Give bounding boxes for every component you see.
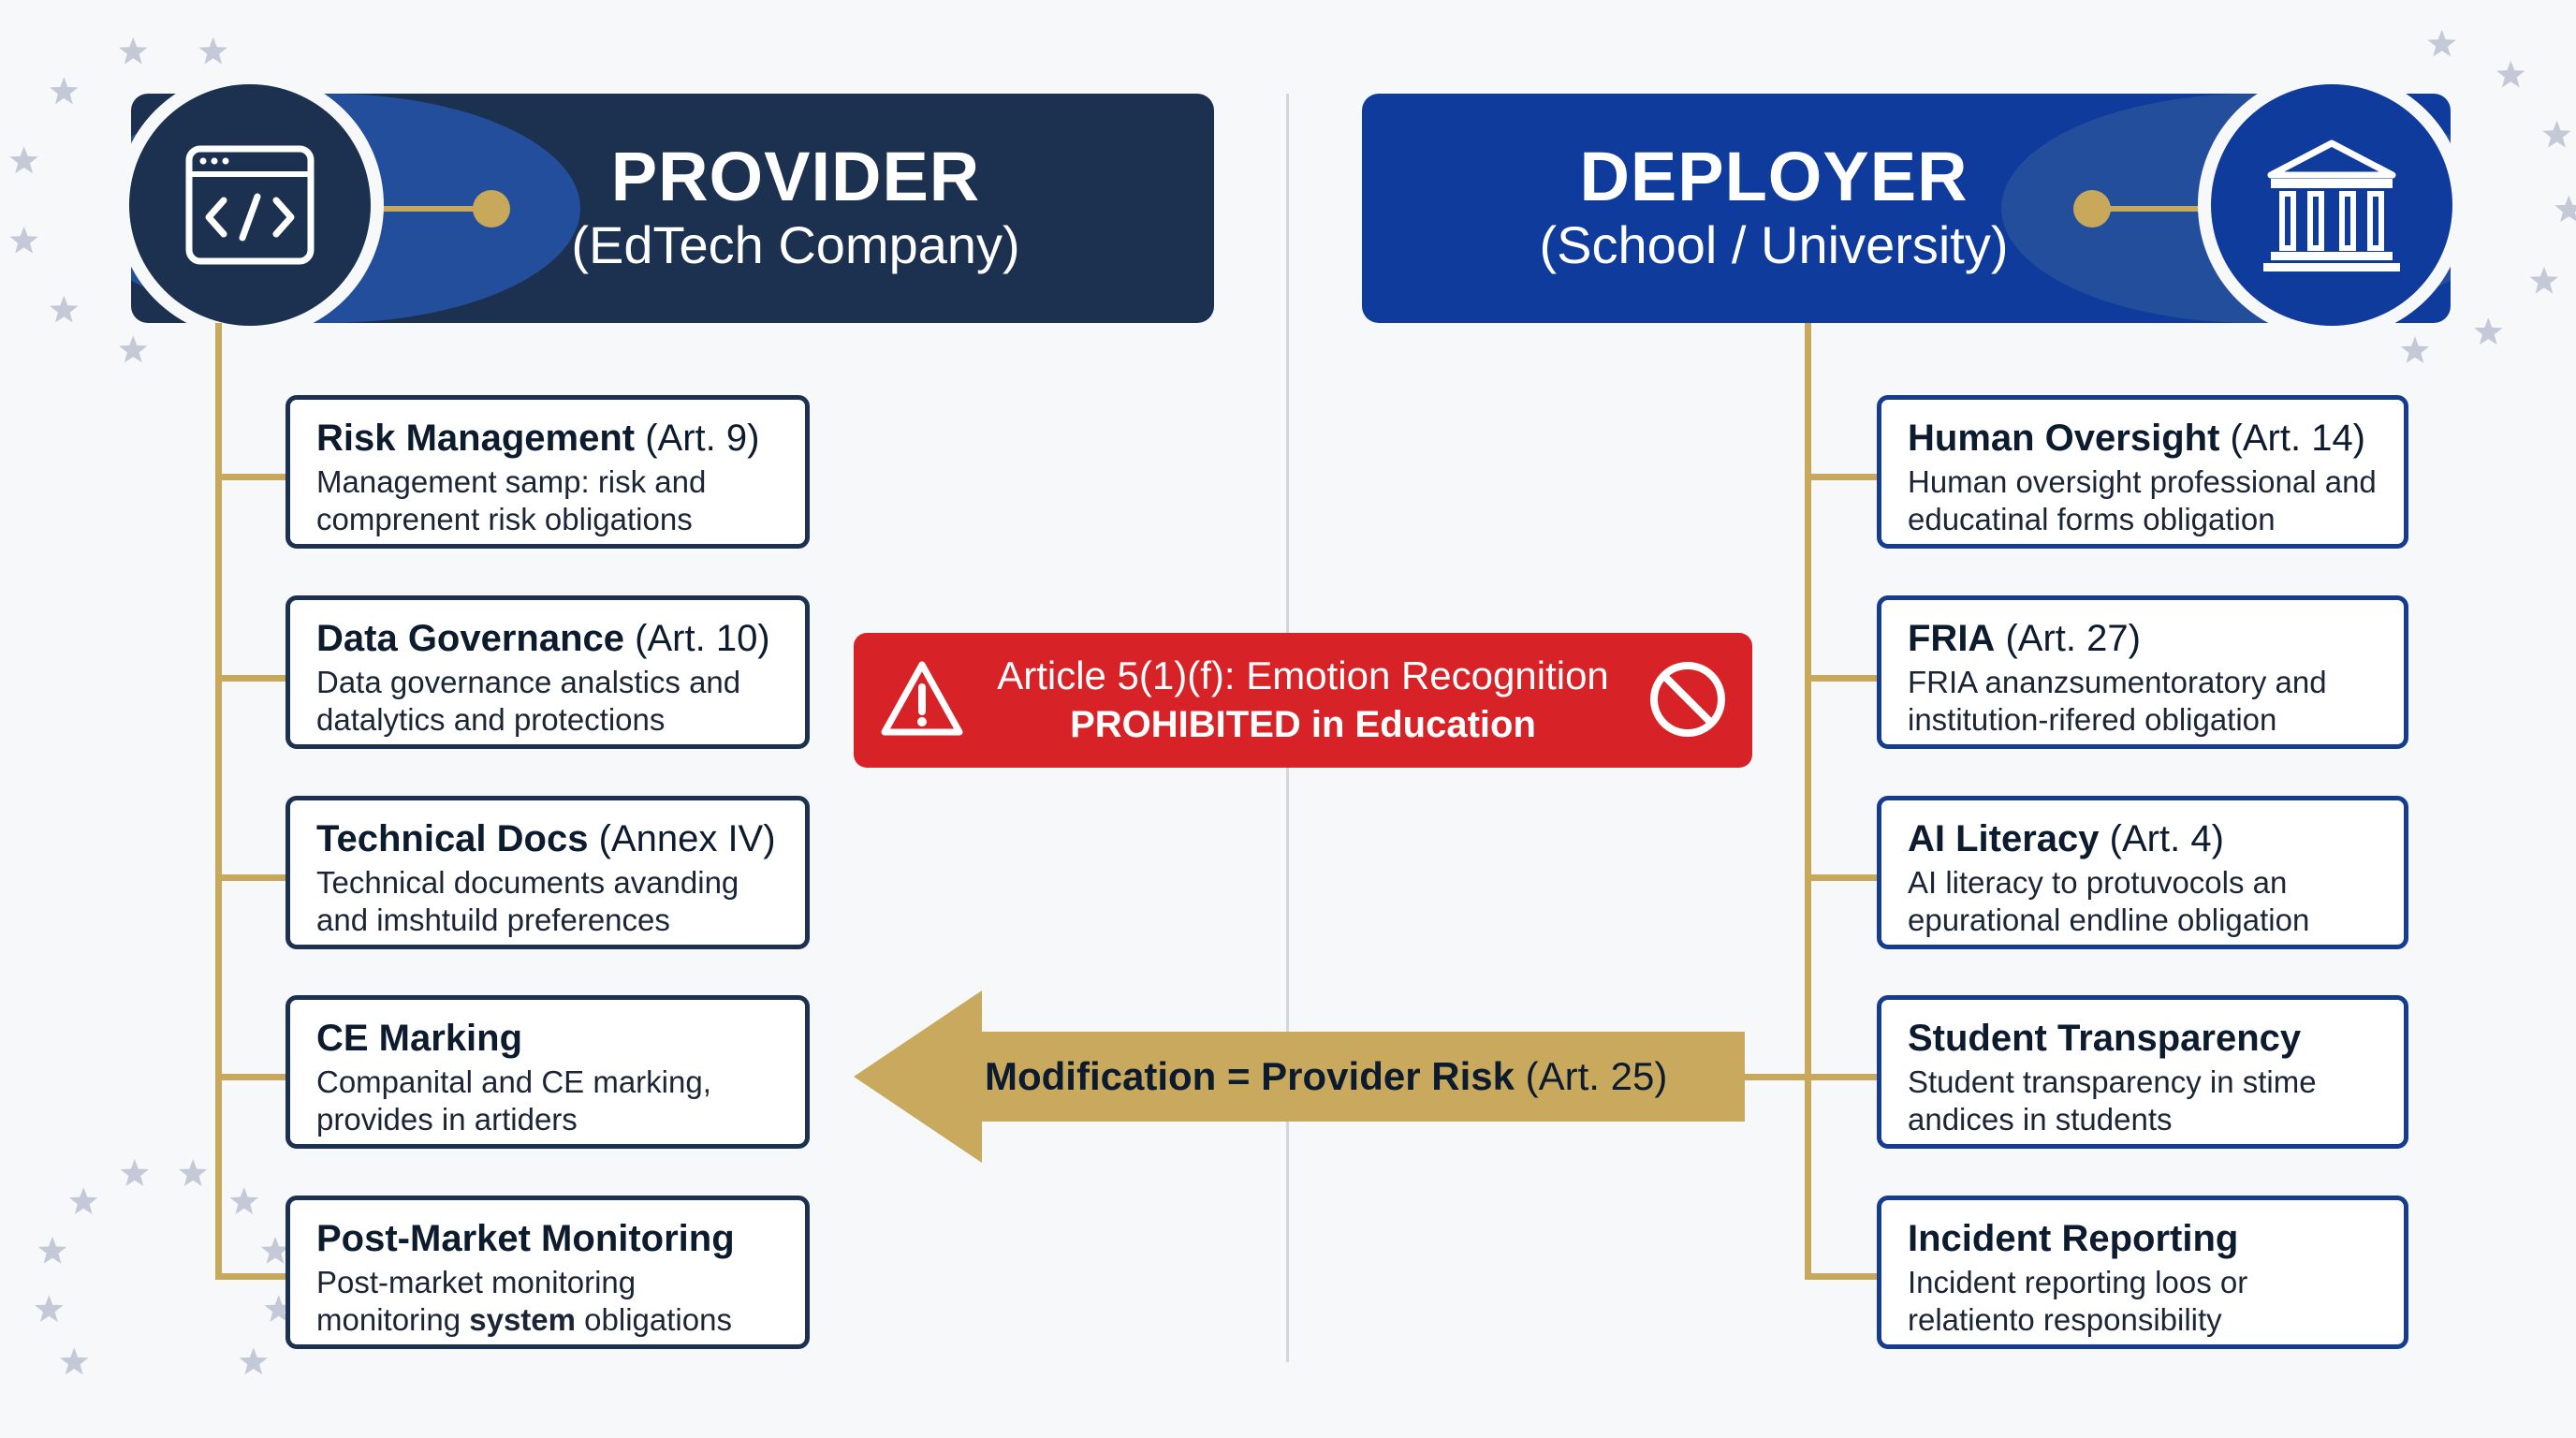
provider-connector	[356, 206, 491, 212]
provider-item-post-market-monitoring: Post-Market Monitoring Post-market monit…	[285, 1196, 810, 1349]
item-ref: (Art. 10)	[635, 618, 770, 659]
star-decoration	[35, 1295, 64, 1322]
star-decoration	[119, 335, 148, 363]
deployer-item-human-oversight: Human Oversight (Art. 14) Human oversigh…	[1877, 395, 2408, 549]
item-desc-post: obligations	[576, 1302, 732, 1338]
provider-branch	[215, 874, 288, 881]
star-decoration	[198, 37, 227, 65]
item-name: Technical Docs	[316, 818, 589, 859]
item-desc: Post-market monitoring monitoring system…	[316, 1264, 779, 1340]
item-desc: Incident reporting loos or relatiento re…	[1908, 1265, 2248, 1338]
deployer-branch	[1805, 1273, 1880, 1280]
warning-triangle-icon	[881, 661, 963, 736]
item-desc: Data governance analstics and datalytics…	[316, 665, 741, 738]
deployer-branch	[1741, 1074, 1880, 1080]
star-decoration	[2400, 336, 2430, 363]
prohibition-alert: Article 5(1)(f): Emotion Recognition PRO…	[854, 633, 1752, 768]
item-name: Student Transparency	[1908, 1018, 2302, 1059]
deployer-item-ai-literacy: AI Literacy (Art. 4) AI literacy to prot…	[1877, 796, 2408, 949]
institution-building-icon	[2263, 139, 2400, 271]
item-name: Post-Market Monitoring	[316, 1218, 735, 1259]
star-decoration	[2427, 29, 2456, 57]
star-decoration	[2554, 195, 2576, 223]
star-decoration	[37, 1236, 67, 1264]
provider-branch	[215, 675, 288, 682]
provider-title: PROVIDER	[610, 138, 981, 216]
star-decoration	[9, 226, 38, 254]
deployer-item-incident-reporting: Incident Reporting Incident reporting lo…	[1877, 1196, 2408, 1349]
deployer-tree-trunk	[1805, 323, 1811, 1280]
item-name: AI Literacy	[1908, 818, 2100, 859]
provider-branch	[215, 1074, 288, 1080]
item-name: FRIA	[1908, 618, 1996, 659]
item-name: Data Governance	[316, 618, 625, 659]
item-desc: FRIA ananzsumentoratory and institution-…	[1908, 665, 2327, 738]
item-desc: Management samp: risk and comprenent ris…	[316, 464, 707, 537]
provider-branch	[215, 1273, 288, 1280]
star-decoration	[60, 1347, 89, 1375]
star-decoration	[239, 1347, 268, 1375]
star-decoration	[69, 1187, 98, 1214]
item-ref: (Art. 14)	[2230, 418, 2366, 459]
item-desc-bold: system	[469, 1302, 576, 1338]
prohibited-icon	[1650, 662, 1725, 737]
provider-item-risk-management: Risk Management (Art. 9) Management samp…	[285, 395, 810, 549]
star-decoration	[179, 1159, 208, 1186]
deployer-branch	[1805, 874, 1880, 881]
deployer-connector-knob	[2073, 190, 2111, 227]
item-desc-pre: Post-market monitoring monitoring	[316, 1265, 637, 1338]
star-decoration	[2529, 266, 2559, 294]
modification-arrow	[854, 990, 1745, 1163]
item-desc: Student transparency in stime andices in…	[1908, 1064, 2317, 1137]
item-ref: (Annex IV)	[598, 818, 776, 859]
modification-label: Modification = Provider Risk (Art. 25)	[985, 1047, 1724, 1107]
star-decoration	[119, 37, 148, 65]
star-decoration	[229, 1187, 258, 1214]
star-decoration	[2496, 60, 2525, 88]
modification-label-ref: (Art. 25)	[1525, 1054, 1668, 1098]
deployer-item-fria: FRIA (Art. 27) FRIA ananzsumentoratory a…	[1877, 595, 2408, 749]
deployer-subtitle: (School / University)	[1539, 214, 2009, 274]
item-desc: Companital and CE marking, provides in a…	[316, 1064, 711, 1137]
provider-item-technical-docs: Technical Docs (Annex IV) Technical docu…	[285, 796, 810, 949]
deployer-title: DEPLOYER	[1579, 138, 1969, 216]
provider-branch	[215, 474, 288, 480]
item-desc: Human oversight professional and educati…	[1908, 464, 2377, 537]
modification-label-bold: Modification = Provider Risk	[985, 1054, 1515, 1098]
provider-item-ce-marking: CE Marking Companital and CE marking, pr…	[285, 995, 810, 1149]
star-decoration	[50, 77, 79, 105]
item-ref: (Art. 27)	[2005, 618, 2141, 659]
star-decoration	[2542, 120, 2571, 148]
item-name: Risk Management	[316, 418, 636, 459]
alert-line-2: PROHIBITED in Education	[1070, 703, 1536, 745]
star-decoration	[120, 1159, 149, 1186]
item-ref: (Art. 4)	[2109, 818, 2224, 859]
deployer-branch	[1805, 474, 1880, 480]
item-desc: AI literacy to protuvocols an epurationa…	[1908, 865, 2310, 938]
provider-badge	[129, 84, 371, 326]
provider-connector-knob	[473, 190, 510, 227]
item-desc: Technical documents avanding and imshtui…	[316, 865, 739, 938]
deployer-badge	[2211, 84, 2452, 326]
deployer-connector	[2092, 206, 2223, 212]
alert-line-1: Article 5(1)(f): Emotion Recognition	[997, 653, 1609, 697]
code-window-icon	[185, 145, 315, 265]
provider-item-data-governance: Data Governance (Art. 10) Data governanc…	[285, 595, 810, 749]
item-name: Human Oversight	[1908, 418, 2220, 459]
star-decoration	[50, 295, 79, 323]
item-name: Incident Reporting	[1908, 1218, 2239, 1259]
star-decoration	[2474, 317, 2503, 345]
item-ref: (Art. 9)	[645, 418, 760, 459]
deployer-branch	[1805, 675, 1880, 682]
provider-subtitle: (EdTech Company)	[571, 214, 1020, 274]
star-decoration	[9, 146, 38, 174]
provider-tree-trunk	[215, 323, 222, 1280]
deployer-item-student-transparency: Student Transparency Student transparenc…	[1877, 995, 2408, 1149]
item-name: CE Marking	[316, 1018, 523, 1059]
